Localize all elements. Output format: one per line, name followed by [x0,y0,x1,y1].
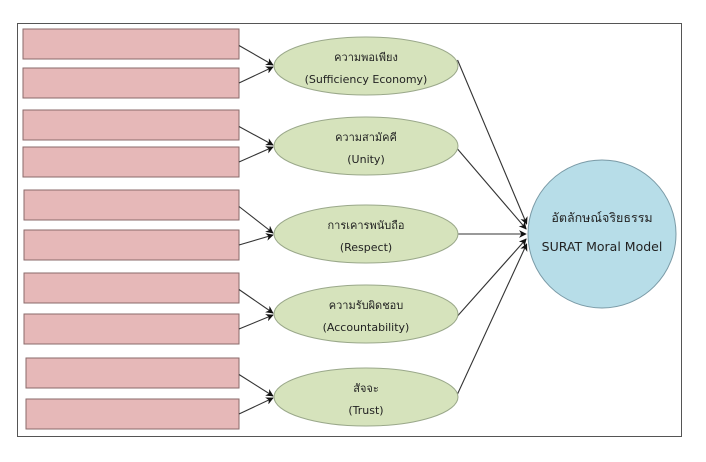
factor-label-th: ความรับผิดชอบ [329,299,404,312]
indicator-box-respect-1[interactable] [23,189,240,221]
factor-label-th: ความพอเพียง [334,51,398,64]
arrow-indicator-respect-2 [238,233,274,246]
factor-ellipse-unity[interactable] [273,116,459,176]
indicator-box-unity-2[interactable] [22,146,240,178]
factor-ellipse-trust[interactable] [273,367,459,427]
indicator-box-sufficiency-2[interactable] [22,67,240,99]
factor-label-en: (Unity) [347,153,385,166]
outcome-label-en: SURAT Moral Model [542,239,663,254]
arrows [238,45,528,415]
arrow-factor-trust-to-outcome [457,243,528,395]
diagram-frame [17,23,682,437]
factor-label-th: ความสามัคคี [335,131,397,144]
arrow-indicator-unity-2 [238,146,274,163]
arrow-factor-accountability-to-outcome [457,238,527,317]
indicator-box-unity-1[interactable] [22,109,240,141]
indicator-box-trust-1[interactable] [25,357,240,389]
factor-label-en: (Accountability) [323,321,410,334]
arrow-indicator-unity-1 [238,126,274,146]
arrow-indicator-trust-1 [238,374,274,397]
factor-ellipse-respect[interactable] [273,204,459,264]
arrow-indicator-accountability-2 [238,314,274,330]
factor-label-th: สัจจะ [353,382,379,395]
factor-ellipses: ความพอเพียง (Sufficiency Economy) ความสามั… [273,36,459,427]
indicator-box-accountability-1[interactable] [23,272,240,304]
arrow-indicator-sufficiency-1 [238,45,274,66]
indicator-box-accountability-2[interactable] [23,313,240,345]
factor-unity[interactable]: ความสามัคคี (Unity) [273,116,459,176]
outcome-node: อัตลักษณ์จริยธรรม SURAT Moral Model [527,159,677,309]
arrow-factor-unity-to-outcome [457,148,527,230]
arrow-indicator-trust-2 [238,397,274,415]
factor-trust[interactable]: สัจจะ (Trust) [273,367,459,427]
indicator-box-respect-2[interactable] [23,229,240,261]
indicator-box-sufficiency-1[interactable] [22,28,240,60]
arrow-factor-sufficiency-to-outcome [457,59,528,225]
factor-ellipse-sufficiency[interactable] [273,36,459,96]
arrow-indicator-accountability-1 [238,289,274,314]
outcome-label-th: อัตลักษณ์จริยธรรม [551,210,652,225]
factor-label-en: (Respect) [340,241,392,254]
indicator-boxes [22,28,240,430]
factor-label-th: การเคารพนับถือ [328,219,405,232]
factor-label-en: (Trust) [348,404,383,417]
factor-label-en: (Sufficiency Economy) [305,73,428,86]
factor-accountability[interactable]: ความรับผิดชอบ (Accountability) [273,284,459,344]
factor-sufficiency[interactable]: ความพอเพียง (Sufficiency Economy) [273,36,459,96]
arrow-indicator-sufficiency-2 [238,66,274,84]
factor-ellipse-accountability[interactable] [273,284,459,344]
outcome-circle[interactable] [527,159,677,309]
indicator-box-trust-2[interactable] [25,398,240,430]
factor-respect[interactable]: การเคารพนับถือ (Respect) [273,204,459,264]
arrow-indicator-respect-1 [238,206,274,234]
